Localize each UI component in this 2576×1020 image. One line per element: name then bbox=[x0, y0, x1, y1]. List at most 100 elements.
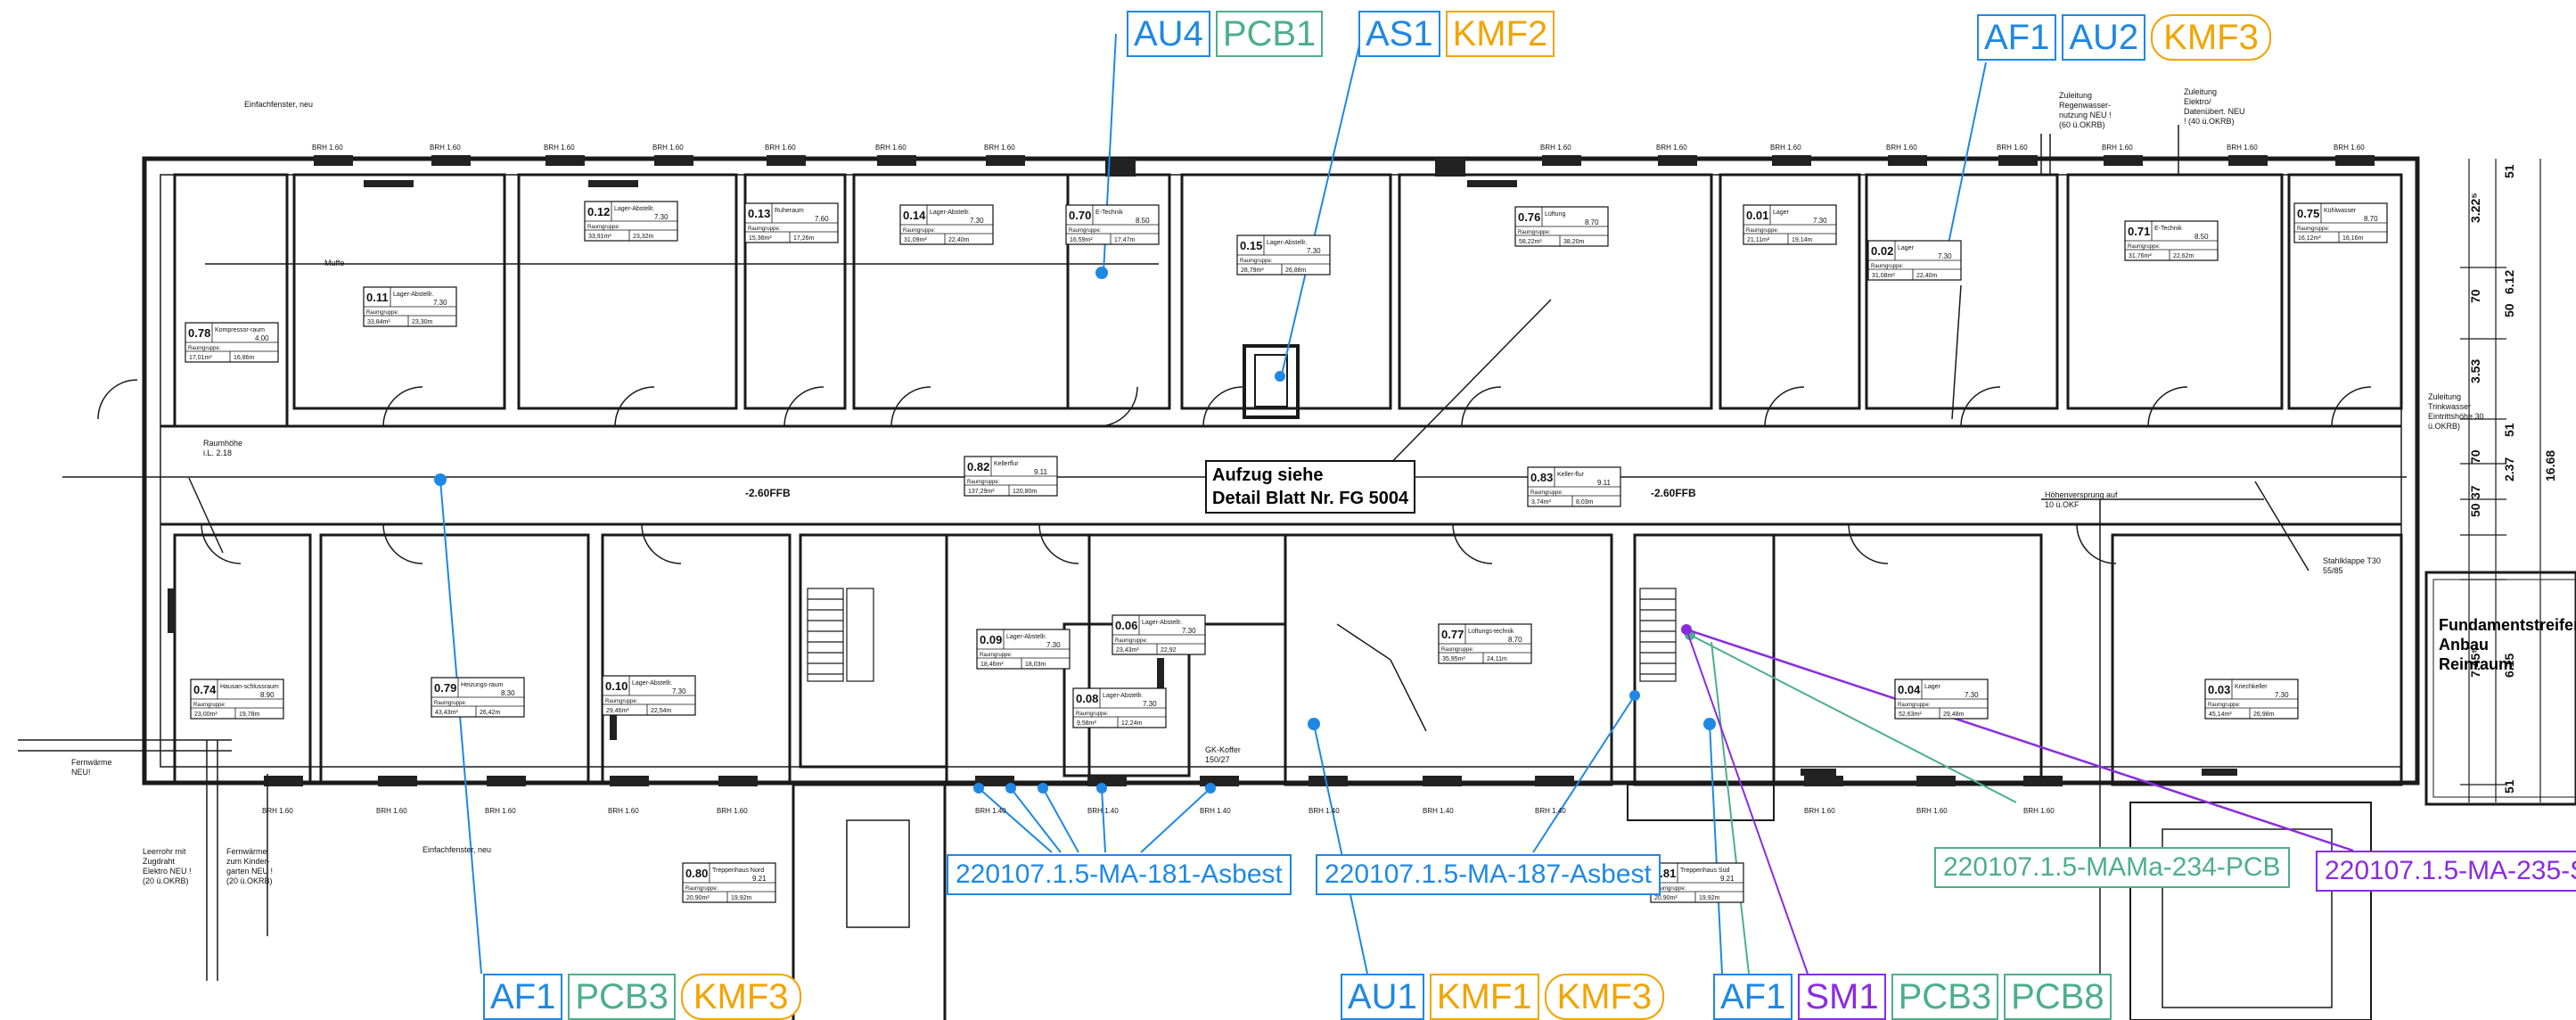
window-sill-height: BRH 1.40 bbox=[1535, 807, 1566, 815]
elevator-note-line1: Aufzug siehe bbox=[1212, 465, 1324, 485]
window-sill-height: BRH 1.60 bbox=[1997, 144, 2028, 152]
room-area: 137,29m² bbox=[968, 489, 995, 495]
dimension-lines bbox=[2460, 159, 2541, 802]
room-number: 0.11 bbox=[366, 291, 389, 304]
ffb-left: -2.60FFB bbox=[745, 487, 791, 499]
room-height: 7.60 bbox=[815, 215, 829, 223]
room-name: Kühlwasser bbox=[2324, 208, 2357, 214]
dimension-label: 51 bbox=[2502, 779, 2516, 794]
ffb-right: -2.60FFB bbox=[1651, 487, 1696, 499]
dimension-label: 50 bbox=[2502, 303, 2516, 317]
room-number: 0.09 bbox=[980, 633, 1002, 646]
room-name: Lager bbox=[1924, 684, 1941, 690]
dimension-label: 70 bbox=[2468, 289, 2482, 303]
room-height: 7.30 bbox=[970, 217, 984, 225]
tag-au1: AU1 bbox=[1341, 974, 1424, 1020]
room-perimeter: 23,30m bbox=[412, 319, 433, 325]
tag-af1: AF1 bbox=[483, 974, 563, 1020]
room-perimeter: 12,24m bbox=[1121, 720, 1143, 727]
room-perimeter: 26,88m bbox=[1285, 267, 1307, 274]
room-area: 45,14m² bbox=[2209, 712, 2232, 718]
room-perimeter: 19,14m bbox=[1792, 237, 1813, 243]
window-sill-height: BRH 1.60 bbox=[2334, 144, 2365, 152]
ceiling-height-note: Raumhöhe i.L. 2.18 bbox=[203, 439, 242, 458]
room-name: Ruheraum bbox=[775, 208, 804, 214]
room-area: 31,76m² bbox=[2129, 253, 2152, 259]
room-height: 7.30 bbox=[1046, 641, 1061, 649]
room-number: 0.82 bbox=[967, 460, 989, 473]
room-height: 9.21 bbox=[752, 875, 767, 883]
room-name: Lager-Abstellr. bbox=[1103, 693, 1143, 699]
room-group-label: Raumgruppe: bbox=[434, 701, 467, 706]
room-area: 33,91m² bbox=[588, 234, 611, 240]
dimension-label: 37 bbox=[2468, 485, 2482, 499]
room-name: Lüftungs-technik bbox=[1468, 629, 1514, 635]
room-area: 20,90m² bbox=[686, 895, 710, 901]
elevator-note: Aufzug siehe Detail Blatt Nr. FG 5004 bbox=[1205, 460, 1416, 514]
dimension-label: 50 bbox=[2468, 503, 2482, 517]
room-name: E-Technik bbox=[2154, 226, 2182, 232]
room-height: 7.30 bbox=[1307, 247, 1321, 255]
window-sill-height: BRH 1.40 bbox=[975, 807, 1006, 815]
room-area: 16,12m² bbox=[2298, 235, 2321, 242]
window-sill-height: BRH 1.60 bbox=[485, 807, 516, 815]
district-heating-note: Fernwärme NEU! bbox=[71, 758, 112, 777]
room-group-label: Raumgruppe: bbox=[685, 886, 718, 892]
window-sill-height: BRH 1.60 bbox=[608, 807, 639, 815]
room-area: 33,84m² bbox=[367, 319, 390, 325]
room-area: 15,36m² bbox=[749, 235, 772, 242]
room-number: 0.75 bbox=[2297, 207, 2319, 220]
window-sill-height: BRH 1.60 bbox=[765, 144, 796, 152]
tag-pcb3: PCB3 bbox=[1891, 974, 1999, 1020]
room-area: 35,95m² bbox=[1442, 656, 1465, 662]
room-name: Kompressor-raum bbox=[215, 327, 265, 333]
room-perimeter: 22,40m bbox=[948, 237, 970, 243]
room-number: 0.79 bbox=[434, 681, 456, 695]
window-sill-height: BRH 1.60 bbox=[1770, 144, 1801, 152]
room-group-label: Raumgruppe: bbox=[2208, 703, 2241, 708]
room-area: 58,22m² bbox=[1519, 239, 1542, 245]
window-sill-height: BRH 1.40 bbox=[1309, 807, 1340, 815]
room-area: 31,08m² bbox=[1872, 273, 1895, 279]
tag-as1: AS1 bbox=[1358, 11, 1440, 57]
window-sill-height: BRH 1.60 bbox=[1886, 144, 1917, 152]
tag-au4-pcb1: AU4 PCB1 bbox=[1127, 11, 1324, 57]
windows bbox=[168, 155, 2375, 786]
dimension-label: 70 bbox=[2468, 449, 2482, 464]
room-name: Heizungs-raum bbox=[461, 682, 504, 688]
room-height: 7.30 bbox=[1938, 252, 1952, 260]
steel-flap-note: Stahlklappe T30 55/85 bbox=[2323, 556, 2381, 575]
room-area: 43,43m² bbox=[435, 710, 458, 716]
room-perimeter: 26,42m bbox=[480, 710, 501, 716]
sample-234: 220107.1.5-MAMa-234-PCB bbox=[1934, 847, 2290, 888]
dimension-label: 6.15 bbox=[2502, 654, 2516, 678]
tag-pcb8: PCB8 bbox=[2004, 974, 2112, 1020]
room-height: 8.70 bbox=[2364, 215, 2378, 223]
room-number: 0.02 bbox=[1871, 244, 1893, 258]
room-area: 20,90m² bbox=[1654, 895, 1678, 901]
tag-af1-sm1-pcb3-pcb8: AF1 SM1 PCB3 PCB8 bbox=[1713, 974, 2112, 1020]
room-number: 0.01 bbox=[1746, 209, 1768, 222]
district-heating-kindergarten-note: Fernwärme zum Kinder-garten NEU ! (20 ü.… bbox=[226, 847, 274, 885]
window-sill-height: BRH 1.60 bbox=[875, 144, 907, 152]
room-height: 9.11 bbox=[1597, 479, 1612, 487]
window-sill-height: BRH 1.40 bbox=[1200, 807, 1231, 815]
fundament-line3: Reinraum bbox=[2439, 655, 2514, 673]
room-number: 0.12 bbox=[587, 205, 610, 218]
dimension-label: 16.68 bbox=[2543, 450, 2557, 481]
tag-af1-pcb3-kmf3-left: AF1 PCB3 KMF3 bbox=[483, 974, 801, 1020]
fundament-line2: Anbau bbox=[2439, 636, 2489, 654]
room-name: Treppenhaus Süd bbox=[1680, 868, 1729, 874]
room-perimeter: 19,92m bbox=[1699, 895, 1720, 901]
room-group-label: Raumgruppe: bbox=[1069, 228, 1102, 234]
room-number: 0.74 bbox=[193, 683, 217, 696]
